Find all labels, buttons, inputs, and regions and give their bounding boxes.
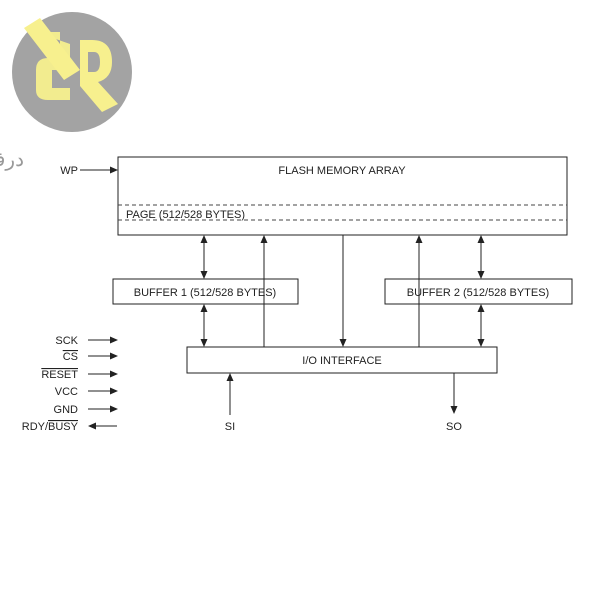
connections xyxy=(80,166,485,430)
flash-title: FLASH MEMORY ARRAY xyxy=(278,165,406,177)
pin-si: SI xyxy=(225,421,235,433)
pin-rdy: RDY/ xyxy=(22,421,49,433)
buffer-2-label: BUFFER 2 (512/528 BYTES) xyxy=(407,287,549,299)
buffer-1 xyxy=(112,278,299,305)
io-interface xyxy=(186,346,498,374)
logo-text: درفنیک xyxy=(0,149,24,171)
buffer-1-label: BUFFER 1 (512/528 BYTES) xyxy=(134,287,276,299)
pin-gnd: GND xyxy=(54,404,79,416)
logo: درفنیک xyxy=(0,12,132,171)
pin-reset: RESET xyxy=(41,369,78,381)
pin-busy: BUSY xyxy=(48,421,79,433)
pin-cs: CS xyxy=(63,351,78,363)
pin-rdy-busy: RDY/BUSY xyxy=(22,421,79,433)
pin-so: SO xyxy=(446,421,462,433)
pin-wp: WP xyxy=(60,165,78,177)
pin-vcc: VCC xyxy=(55,386,78,398)
page-label: PAGE (512/528 BYTES) xyxy=(126,209,245,221)
io-label: I/O INTERFACE xyxy=(302,355,381,367)
pin-sck: SCK xyxy=(55,335,78,347)
